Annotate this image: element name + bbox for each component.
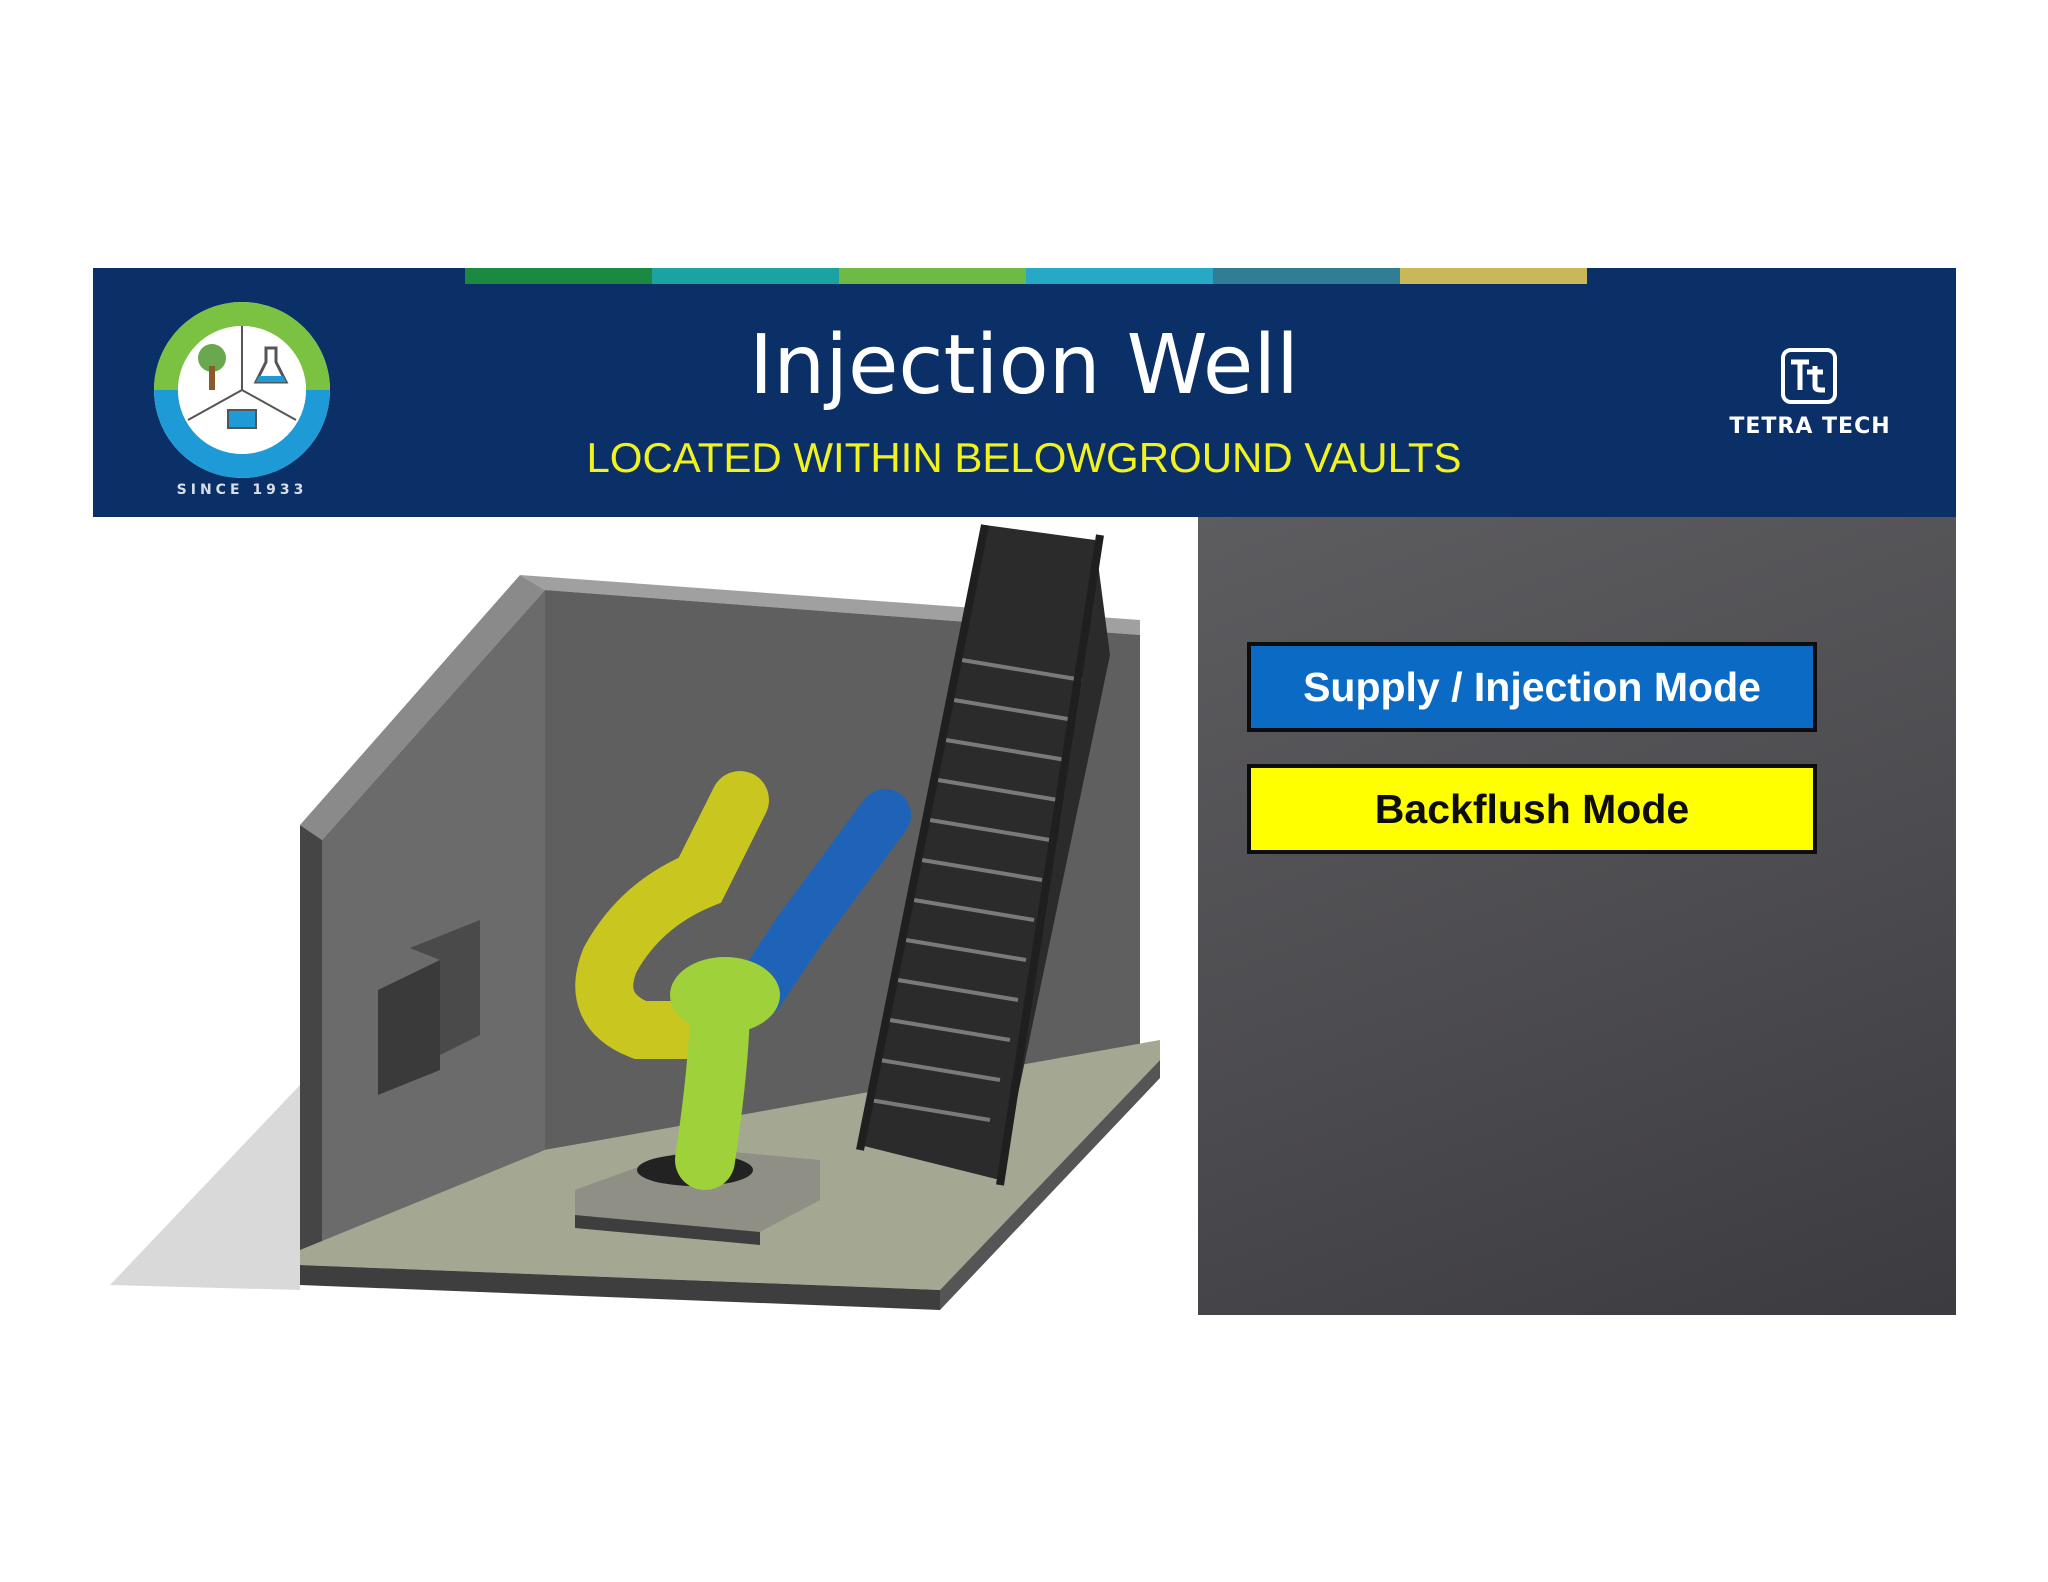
banner-stripe-3 xyxy=(839,268,1026,284)
supply-injection-mode-button[interactable]: Supply / Injection Mode xyxy=(1247,642,1817,732)
banner-stripe-1 xyxy=(465,268,652,284)
mode-panel xyxy=(1198,517,1956,1315)
slide-title: Injection Well xyxy=(749,318,1299,413)
tetra-tech-logo-icon xyxy=(1781,348,1837,404)
ocwd-logo xyxy=(154,302,330,478)
banner-stripe-5 xyxy=(1213,268,1400,284)
banner-stripe-6 xyxy=(1400,268,1587,284)
banner-stripe-2 xyxy=(652,268,839,284)
slide-subtitle: LOCATED WITHIN BELOWGROUND VAULTS xyxy=(586,434,1462,481)
backflush-mode-button[interactable]: Backflush Mode xyxy=(1247,764,1817,854)
title-banner xyxy=(93,268,1956,517)
tetra-tech-name: TETRA TECH xyxy=(1729,414,1891,439)
vault-render-area xyxy=(93,517,1198,1315)
banner-stripe-4 xyxy=(1026,268,1213,284)
since-label: SINCE 1933 xyxy=(176,482,308,498)
